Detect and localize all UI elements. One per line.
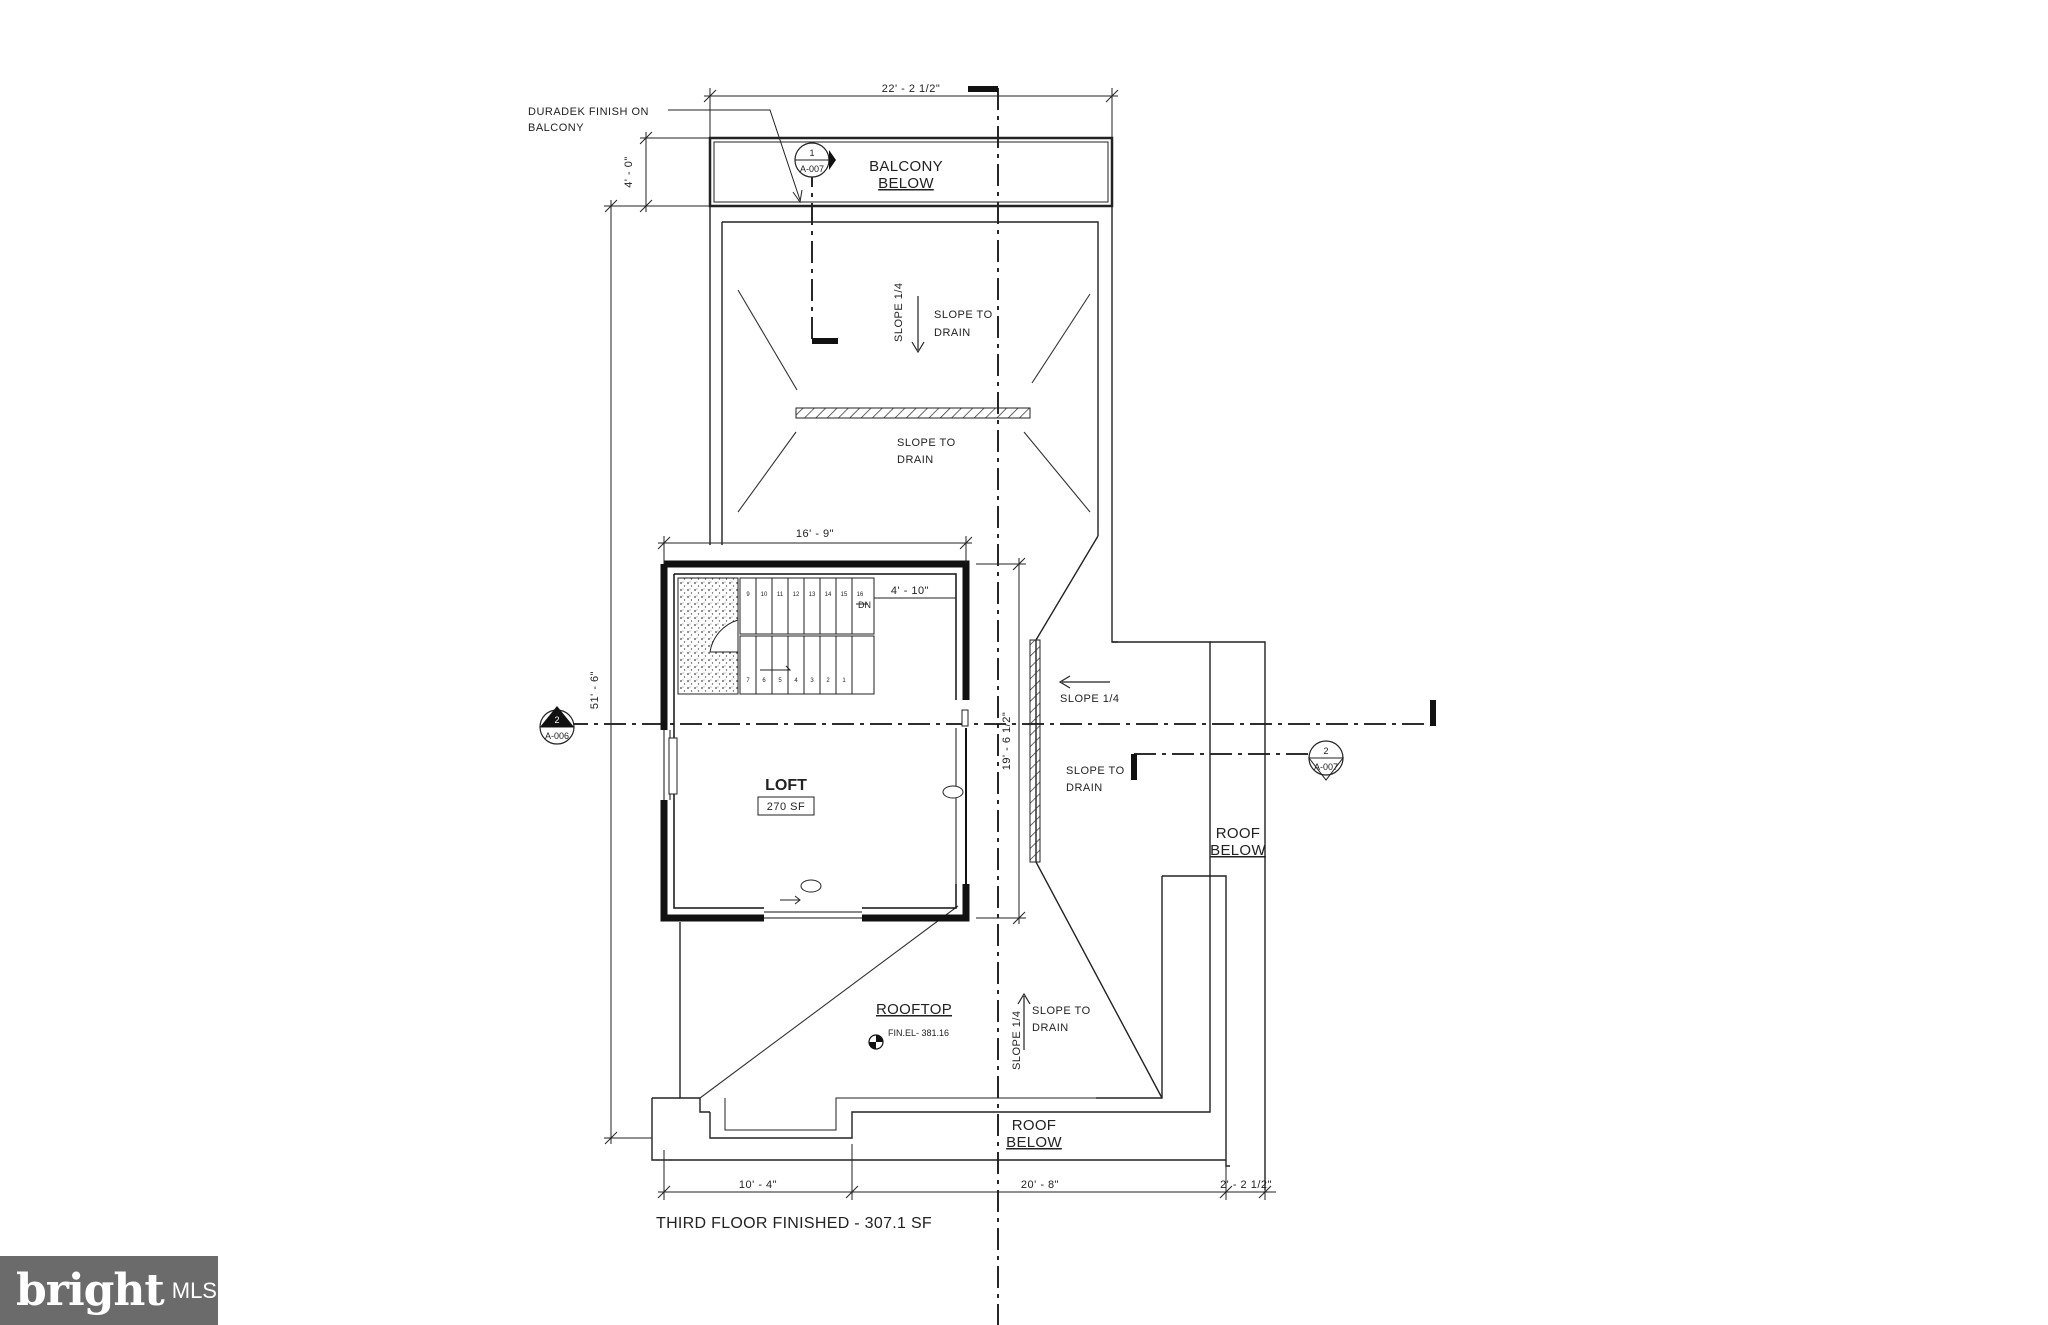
svg-text:20' - 8": 20' - 8" <box>1021 1179 1059 1191</box>
slope-drain-mid: SLOPE TO DRAIN <box>897 437 956 466</box>
roof-below-right: ROOF BELOW <box>1210 825 1266 859</box>
svg-text:1: 1 <box>809 148 814 158</box>
svg-text:16: 16 <box>857 592 864 598</box>
svg-text:3: 3 <box>810 678 814 684</box>
plan-title: THIRD FLOOR FINISHED - 307.1 SF <box>656 1215 932 1232</box>
logo-suffix: MLS <box>171 1277 217 1303</box>
svg-text:2' - 2 1/2": 2' - 2 1/2" <box>1220 1179 1272 1191</box>
bright-mls-logo: bright MLS <box>0 1256 218 1325</box>
svg-text:SLOPE TO: SLOPE TO <box>897 437 956 449</box>
svg-text:2: 2 <box>826 678 830 684</box>
svg-text:BELOW: BELOW <box>1210 842 1266 859</box>
svg-text:A-007: A-007 <box>1314 762 1338 772</box>
drain-bar <box>795 407 1031 419</box>
svg-text:7: 7 <box>746 678 750 684</box>
loft-area-box <box>757 796 815 816</box>
section-marker-left: 2 A-006 <box>539 706 575 745</box>
stair <box>739 577 875 695</box>
svg-text:2: 2 <box>554 715 559 725</box>
section-marker-top: 1 A-007 <box>794 142 836 178</box>
elevation-marker <box>868 1034 884 1050</box>
svg-text:5: 5 <box>778 678 782 684</box>
slope-drain-right: SLOPE TO DRAIN <box>1066 765 1125 794</box>
svg-text:DRAIN: DRAIN <box>897 454 934 466</box>
slope-drain-upper: SLOPE TO DRAIN <box>934 309 993 339</box>
svg-text:SLOPE TO: SLOPE TO <box>934 309 993 321</box>
svg-text:16' - 9": 16' - 9" <box>796 528 834 540</box>
slope-arrow-upper <box>911 296 925 354</box>
stair-numbers: 9 10 11 12 13 14 15 16 7 6 5 4 3 2 1 <box>746 592 864 684</box>
balcony-below-label: BALCONY BELOW <box>869 158 943 192</box>
svg-text:4' - 0": 4' - 0" <box>623 156 635 188</box>
svg-text:10: 10 <box>761 592 768 598</box>
svg-text:SLOPE TO: SLOPE TO <box>1032 1005 1091 1017</box>
svg-text:ROOF: ROOF <box>1216 825 1261 842</box>
svg-text:10' - 4": 10' - 4" <box>739 1179 777 1191</box>
svg-text:51' - 6": 51' - 6" <box>589 671 601 709</box>
stair-dn-label: DN <box>858 600 871 610</box>
loft-label: LOFT <box>765 777 807 794</box>
svg-text:DRAIN: DRAIN <box>934 327 971 339</box>
svg-text:19' - 6 1/2": 19' - 6 1/2" <box>1001 712 1013 770</box>
slope-arrow-right <box>1058 675 1110 689</box>
slope-crease-lines <box>699 289 1091 1099</box>
svg-text:SLOPE TO: SLOPE TO <box>1066 765 1125 777</box>
svg-text:14: 14 <box>825 592 832 598</box>
svg-text:9: 9 <box>746 592 750 598</box>
svg-text:BALCONY: BALCONY <box>869 158 943 175</box>
svg-text:BELOW: BELOW <box>878 175 934 192</box>
slope-quarter-right: SLOPE 1/4 <box>1060 693 1120 705</box>
svg-text:1: 1 <box>842 678 846 684</box>
section-cut-ticks <box>812 86 1436 780</box>
svg-text:4: 4 <box>794 678 798 684</box>
slope-quarter-upper: SLOPE 1/4 <box>893 282 905 342</box>
svg-text:15: 15 <box>841 592 848 598</box>
logo-brand: bright <box>16 1265 165 1316</box>
svg-text:A-006: A-006 <box>545 731 569 741</box>
svg-text:12: 12 <box>793 592 800 598</box>
slope-drain-lower: SLOPE TO DRAIN <box>1032 1005 1091 1034</box>
duradek-note: DURADEK FINISH ON BALCONY <box>528 106 649 134</box>
loft-area: 270 SF <box>767 801 805 813</box>
section-lines <box>566 88 1436 1325</box>
svg-text:DRAIN: DRAIN <box>1032 1022 1069 1034</box>
slope-arrow-lower <box>1017 992 1031 1050</box>
roof-below-bottom: ROOF BELOW <box>1006 1117 1062 1151</box>
dimension-labels: 22' - 2 1/2" 4' - 0" 51' - 6" 16' - 9" 4… <box>589 83 1272 1191</box>
svg-text:BALCONY: BALCONY <box>528 122 584 134</box>
svg-text:4' - 10": 4' - 10" <box>891 585 929 597</box>
fixtures <box>668 709 969 905</box>
fin-el-label: FIN.EL- 381.16 <box>888 1028 949 1038</box>
parapet-hatch <box>1029 639 1041 863</box>
rooftop-label: ROOFTOP <box>876 1001 952 1018</box>
svg-text:DRAIN: DRAIN <box>1066 782 1103 794</box>
svg-text:11: 11 <box>777 592 784 598</box>
svg-text:6: 6 <box>762 678 766 684</box>
svg-text:2: 2 <box>1323 746 1328 756</box>
dimension-lines <box>604 88 1276 1200</box>
svg-text:13: 13 <box>809 592 816 598</box>
slope-quarter-lower: SLOPE 1/4 <box>1011 1010 1023 1070</box>
svg-text:22' - 2 1/2": 22' - 2 1/2" <box>882 83 940 95</box>
svg-text:BELOW: BELOW <box>1006 1134 1062 1151</box>
svg-text:ROOF: ROOF <box>1012 1117 1057 1134</box>
section-marker-right: 2 A-007 <box>1307 740 1345 781</box>
svg-text:DURADEK FINISH ON: DURADEK FINISH ON <box>528 106 649 118</box>
roof-outline <box>651 136 1266 1190</box>
svg-text:A-007: A-007 <box>800 164 824 174</box>
